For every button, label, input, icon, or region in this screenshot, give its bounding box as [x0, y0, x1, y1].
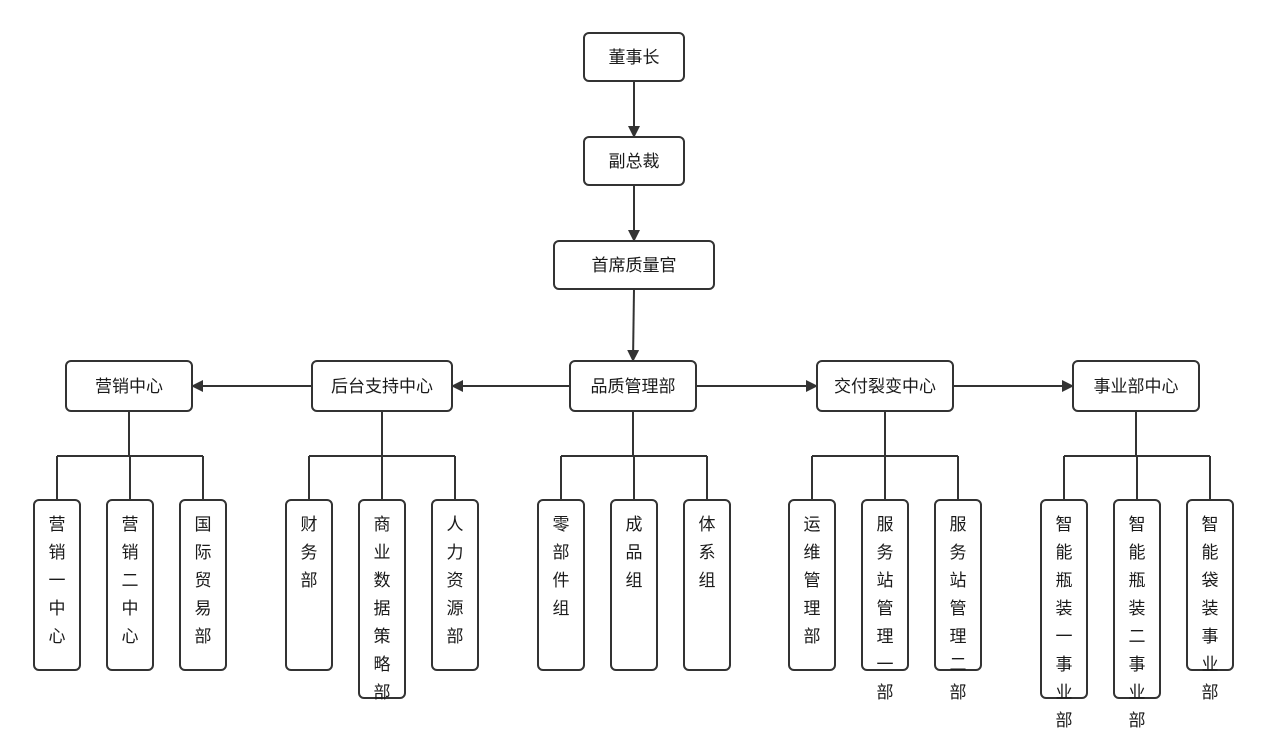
node-label: 智能瓶装一事业部	[1056, 515, 1073, 731]
node-label: 副总裁	[609, 152, 660, 172]
node-label: 后台支持中心	[331, 377, 433, 397]
node-operations-management: 运维管理部	[788, 499, 836, 671]
node-marketing-center: 营销中心	[65, 360, 193, 412]
node-marketing-center-1: 营销一中心	[33, 499, 81, 671]
node-label: 体系组	[699, 515, 716, 591]
node-human-resources: 人力资源部	[431, 499, 479, 671]
node-box	[33, 499, 81, 671]
node-box	[106, 499, 154, 671]
node-finance: 财务部	[285, 499, 333, 671]
node-box	[358, 499, 406, 699]
node-label: 交付裂变中心	[834, 377, 936, 397]
node-quality-department: 品质管理部	[569, 360, 697, 412]
node-label: 运维管理部	[804, 515, 821, 647]
node-finished-products-group: 成品组	[610, 499, 658, 671]
node-label: 人力资源部	[447, 515, 464, 647]
node-label: 成品组	[626, 515, 643, 591]
node-box	[569, 360, 697, 412]
node-marketing-center-2: 营销二中心	[106, 499, 154, 671]
node-smart-bottle-unit-1: 智能瓶装一事业部	[1040, 499, 1088, 731]
node-box	[861, 499, 909, 671]
node-business-data-strategy: 商业数据策略部	[358, 499, 406, 703]
node-back-office-center: 后台支持中心	[311, 360, 453, 412]
node-box	[934, 499, 982, 671]
arrow-cqo-to-quality	[627, 288, 640, 362]
node-box	[1186, 499, 1234, 671]
node-label: 服务站管理一部	[877, 515, 894, 703]
node-box	[583, 32, 685, 82]
node-box	[553, 240, 715, 290]
node-label: 首席质量官	[592, 256, 677, 276]
node-box	[179, 499, 227, 671]
node-box	[431, 499, 479, 671]
node-label: 董事长	[609, 48, 660, 68]
node-system-group: 体系组	[683, 499, 731, 671]
node-service-station-1: 服务站管理一部	[861, 499, 909, 703]
node-label: 国际贸易部	[195, 515, 212, 647]
node-label: 服务站管理二部	[950, 515, 967, 703]
node-box	[285, 499, 333, 671]
node-parts-group: 零部件组	[537, 499, 585, 671]
node-international-trade: 国际贸易部	[179, 499, 227, 671]
node-label: 事业部中心	[1094, 377, 1179, 397]
node-service-station-2: 服务站管理二部	[934, 499, 982, 703]
node-smart-bottle-unit-2: 智能瓶装二事业部	[1113, 499, 1161, 731]
node-label: 智能袋装事业部	[1202, 515, 1219, 703]
node-box	[683, 499, 731, 671]
node-chief-quality-officer: 首席质量官	[553, 240, 715, 290]
node-label: 品质管理部	[591, 377, 676, 397]
node-chairman: 董事长	[583, 32, 685, 82]
node-box	[65, 360, 193, 412]
node-box	[1113, 499, 1161, 699]
node-business-unit-center: 事业部中心	[1072, 360, 1200, 412]
node-label: 营销中心	[95, 377, 163, 397]
node-delivery-center: 交付裂变中心	[816, 360, 954, 412]
node-label: 营销一中心	[49, 515, 66, 647]
node-box	[610, 499, 658, 671]
node-label: 智能瓶装二事业部	[1129, 515, 1146, 731]
node-box	[816, 360, 954, 412]
connector-lines	[56, 81, 1211, 500]
node-box	[1040, 499, 1088, 699]
node-smart-bag-unit: 智能袋装事业部	[1186, 499, 1234, 703]
node-box	[537, 499, 585, 671]
node-box	[1072, 360, 1200, 412]
node-vice-president: 副总裁	[583, 136, 685, 186]
node-label: 营销二中心	[122, 515, 139, 647]
node-label: 零部件组	[553, 515, 570, 619]
node-label: 商业数据策略部	[374, 515, 391, 703]
node-box	[583, 136, 685, 186]
node-box	[788, 499, 836, 671]
node-label: 财务部	[301, 515, 318, 591]
node-box	[311, 360, 453, 412]
